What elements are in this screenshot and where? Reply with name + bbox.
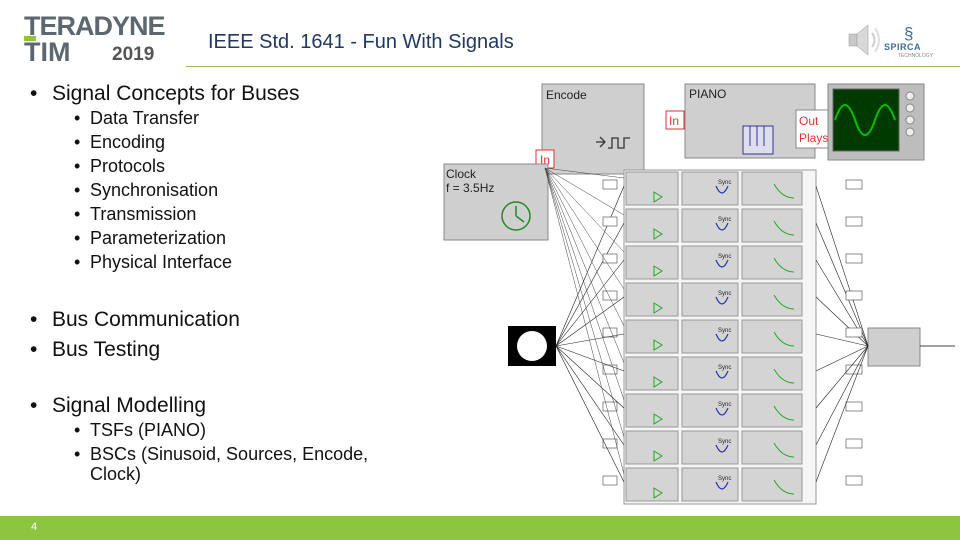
clock-frequency: f = 3.5Hz [446,181,494,195]
list-item: •Protocols [74,156,166,176]
bullet-bus-testing: •Bus Testing [30,338,161,361]
list-item-continuation: Clock) [90,464,142,484]
list-item: •Encoding [74,132,166,152]
row-output-port[interactable] [845,438,863,449]
sync-label: Sync [718,328,731,334]
component-row: Sync [625,208,803,243]
row-input-port[interactable] [602,401,618,412]
encode-in-label: In [540,153,550,167]
row-output-port[interactable] [845,364,863,375]
partner-logo-text: SPIRCA [884,42,922,52]
header-divider [186,66,960,67]
logo-line2: TIM [24,37,71,67]
spirca-logo-icon: § SPIRCA TECHNOLOGY [884,24,934,59]
summing-block[interactable] [867,327,921,367]
sync-label: Sync [718,217,731,223]
sync-label: Sync [718,254,731,260]
plays-label: Plays [799,131,828,145]
encode-label: Encode [546,88,587,102]
row-input-port[interactable] [602,290,618,301]
row-output-port[interactable] [845,290,863,301]
logo-year: 2019 [112,44,155,65]
row-output-port[interactable] [845,179,863,190]
encode-symbol-icon [596,136,630,149]
list-item: •BSCs (Sinusoid, Sources, Encode, [74,444,369,464]
list-item: •Synchronisation [74,180,219,200]
signal-model-diagram: Encode PIANO In Out Plays In Clock f = 3… [443,83,955,505]
list-item: •Physical Interface [74,252,233,272]
component-row: Sync [625,171,803,206]
row-output-port[interactable] [845,253,863,264]
sync-label: Sync [718,476,731,482]
row-input-port[interactable] [602,475,618,486]
row-input-port[interactable] [602,438,618,449]
speaker-icon[interactable] [846,20,886,60]
list-item: •Transmission [74,204,197,224]
component-row: Sync [625,282,803,317]
list-item: •Parameterization [74,228,227,248]
row-input-port[interactable] [602,253,618,264]
clock-block[interactable] [443,163,549,241]
clock-icon [501,201,531,231]
sync-label: Sync [718,180,731,186]
component-row: Sync [625,393,803,428]
slide-title: IEEE Std. 1641 - Fun With Signals [208,31,514,53]
row-output-port[interactable] [845,327,863,338]
sync-label: Sync [718,291,731,297]
piano-in-label: In [669,114,679,128]
partner-logo-sub: TECHNOLOGY [898,53,934,59]
piano-keys-icon [742,125,774,155]
row-input-port[interactable] [602,364,618,375]
slide-header: TERADYNE TIM 2019 IEEE Std. 1641 - Fun W… [0,0,960,70]
logo-accent [24,36,36,41]
list-item: •Data Transfer [74,108,200,128]
encode-block[interactable] [541,83,645,175]
teradyne-tim-logo: TERADYNE TIM 2019 [24,11,174,67]
bullet-signal-modelling: •Signal Modelling [30,394,207,417]
slide-footer: 4 [0,516,960,540]
component-row: Sync [625,356,803,391]
list-item: •TSFs (PIANO) [74,420,206,440]
row-input-port[interactable] [602,216,618,227]
out-label: Out [799,114,819,128]
row-output-port[interactable] [845,216,863,227]
clock-label: Clock [446,167,477,181]
component-row: Sync [625,467,803,502]
row-output-port[interactable] [845,475,863,486]
sync-label: Sync [718,365,731,371]
row-input-port[interactable] [602,179,618,190]
bullet-signal-concepts: •Signal Concepts for Buses [30,82,300,105]
row-output-port[interactable] [845,401,863,412]
component-row: Sync [625,430,803,465]
page-number: 4 [31,521,38,533]
component-row: Sync [625,245,803,280]
logo-line1: TERADYNE [24,11,166,41]
piano-label: PIANO [689,87,726,101]
component-row: Sync [625,319,803,354]
bullet-bus-communication: •Bus Communication [30,308,240,331]
piano-in-port[interactable] [665,110,685,130]
sync-label: Sync [718,402,731,408]
sync-label: Sync [718,439,731,445]
